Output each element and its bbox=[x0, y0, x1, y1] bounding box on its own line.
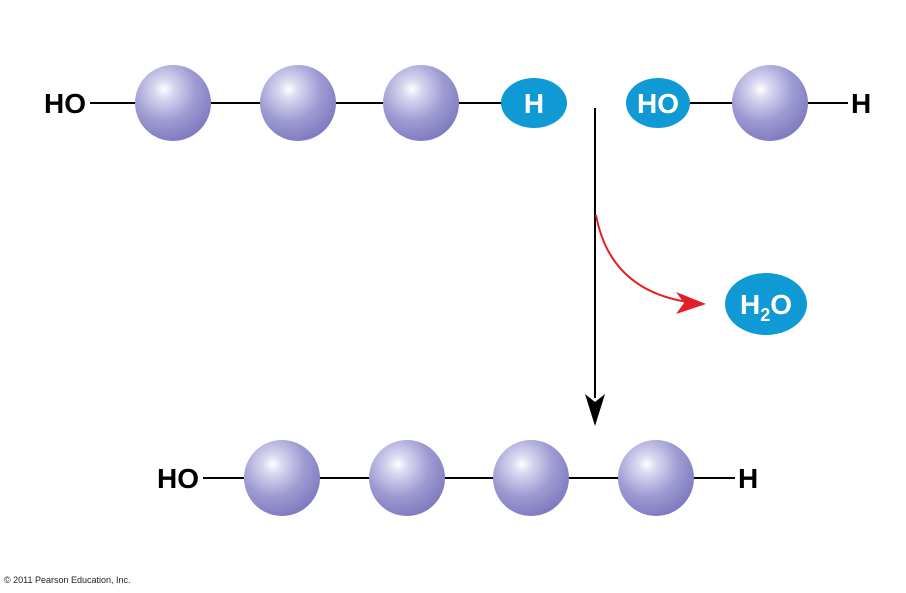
reaction-arrowhead bbox=[585, 394, 605, 426]
product-polymer-chain: HO H bbox=[157, 440, 758, 516]
water-subscript: 2 bbox=[760, 305, 770, 325]
monomer-ball bbox=[383, 65, 459, 141]
monomer-ball bbox=[493, 440, 569, 516]
reactant-polymer-chain: HO H bbox=[44, 65, 567, 141]
water-arrowhead bbox=[676, 292, 706, 314]
water-label: H2O bbox=[740, 289, 792, 325]
water-arrow-curve bbox=[595, 214, 689, 303]
water-h: H bbox=[740, 289, 760, 320]
monomer-h-label: H bbox=[851, 88, 871, 119]
copyright-notice: © 2011 Pearson Education, Inc. bbox=[4, 575, 131, 585]
monomer-ball bbox=[732, 65, 808, 141]
monomer-ball bbox=[135, 65, 211, 141]
chain-h-label: H bbox=[524, 88, 544, 119]
water-release-arrow bbox=[595, 214, 706, 314]
product-h-label: H bbox=[738, 463, 758, 494]
water-oval bbox=[725, 273, 807, 335]
water-byproduct: H2O bbox=[725, 273, 807, 335]
reactant-monomer: HO H bbox=[626, 65, 871, 141]
monomer-ball bbox=[369, 440, 445, 516]
monomer-ball bbox=[618, 440, 694, 516]
water-o: O bbox=[770, 289, 792, 320]
hydrogen-oval bbox=[501, 78, 567, 128]
reaction-arrow bbox=[585, 108, 605, 426]
product-ho-label: HO bbox=[157, 463, 199, 494]
chain-ho-label: HO bbox=[44, 88, 86, 119]
hydroxyl-oval bbox=[626, 78, 690, 128]
monomer-ho-label: HO bbox=[637, 88, 679, 119]
monomer-ball bbox=[260, 65, 336, 141]
monomer-ball bbox=[244, 440, 320, 516]
